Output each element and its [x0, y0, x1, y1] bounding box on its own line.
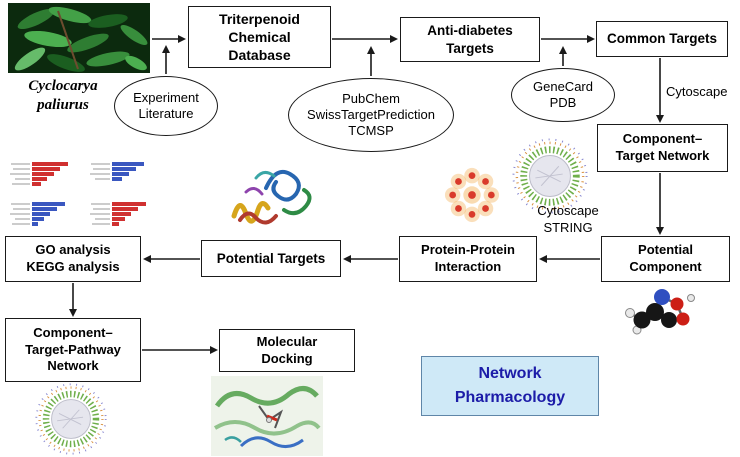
box-label-line: Anti-diabetes — [427, 22, 513, 38]
box-label-line: Chemical — [228, 28, 291, 45]
component-target-network-box: Component– Target Network — [597, 124, 728, 172]
box-label-line: Pharmacology — [454, 389, 566, 406]
plant-name-label: Cyclocarya paliurus — [10, 77, 116, 115]
go-enrichment-plots — [3, 156, 163, 237]
network-graph-image-top — [505, 137, 595, 220]
molecule-image — [617, 282, 702, 342]
ellipse-label-line: TCMSP — [348, 123, 394, 139]
plant-photo — [8, 3, 150, 78]
component-target-pathway-network-box: Component– Target-Pathway Network — [5, 318, 141, 382]
molecular-docking-box: Molecular Docking — [219, 329, 355, 372]
pubchem-swisstarget-tcmsp-ellipse: PubChem SwissTargetPrediction TCMSP — [288, 78, 454, 152]
box-label-line: Potential Targets — [216, 250, 326, 266]
network-graph-image-bottom — [27, 382, 115, 457]
ellipse-label-line: PDB — [549, 95, 577, 110]
box-label-line: Target Network — [615, 148, 710, 163]
box-label-line: Triterpenoid — [219, 10, 300, 27]
box-label-line: Interaction — [434, 259, 502, 274]
box-label-line: Component– — [33, 324, 113, 340]
box-label-line: Target-Pathway — [25, 341, 121, 357]
box-label-line: Docking — [261, 350, 313, 366]
triterpenoid-database-box: Triterpenoid Chemical Database — [188, 6, 331, 68]
cytoscape-label: Cytoscape — [666, 84, 728, 99]
box-label-line: GO analysis — [35, 242, 111, 258]
box-label-line: Potential — [638, 242, 693, 258]
box-label-line: Targets — [446, 40, 494, 56]
compound-cluster-image — [442, 166, 502, 229]
box-label-line: KEGG analysis — [26, 259, 120, 274]
genecard-pdb-ellipse: GeneCard PDB — [511, 68, 615, 122]
protein-structure-image — [226, 158, 321, 238]
cytoscape-string-label: Cytoscape STRING — [531, 203, 605, 237]
plant-name-line: Cyclocarya — [28, 78, 98, 94]
plant-name-line: paliurus — [37, 96, 89, 113]
ellipse-label-line: SwissTargetPrediction — [307, 106, 435, 122]
anti-diabetes-targets-box: Anti-diabetes Targets — [400, 17, 540, 62]
potential-component-box: Potential Component — [601, 236, 730, 282]
box-label-line: Network — [47, 358, 99, 374]
box-label-line: Molecular — [256, 333, 318, 349]
box-label-line: Common Targets — [606, 31, 717, 47]
box-label-line: Database — [228, 47, 291, 64]
potential-targets-box: Potential Targets — [201, 240, 341, 277]
box-label-line: Protein-Protein — [421, 242, 515, 258]
molecular-docking-image — [211, 376, 323, 457]
experiment-literature-ellipse: Experiment Literature — [114, 76, 218, 136]
ellipse-label-line: Literature — [138, 106, 194, 121]
label-line: STRING — [543, 219, 593, 235]
ellipse-label-line: GeneCard — [533, 78, 593, 94]
box-label-line: Network — [478, 365, 542, 382]
box-label-line: Component — [629, 259, 702, 274]
protein-protein-interaction-box: Protein-Protein Interaction — [399, 236, 537, 282]
ellipse-label-line: PubChem — [342, 90, 400, 106]
go-kegg-analysis-box: GO analysis KEGG analysis — [5, 236, 141, 282]
box-label-line: Component– — [622, 131, 703, 147]
common-targets-box: Common Targets — [596, 21, 728, 57]
ellipse-label-line: Experiment — [133, 89, 199, 105]
label-line: Cytoscape — [537, 203, 599, 218]
network-pharmacology-box: Network Pharmacology — [421, 356, 599, 416]
